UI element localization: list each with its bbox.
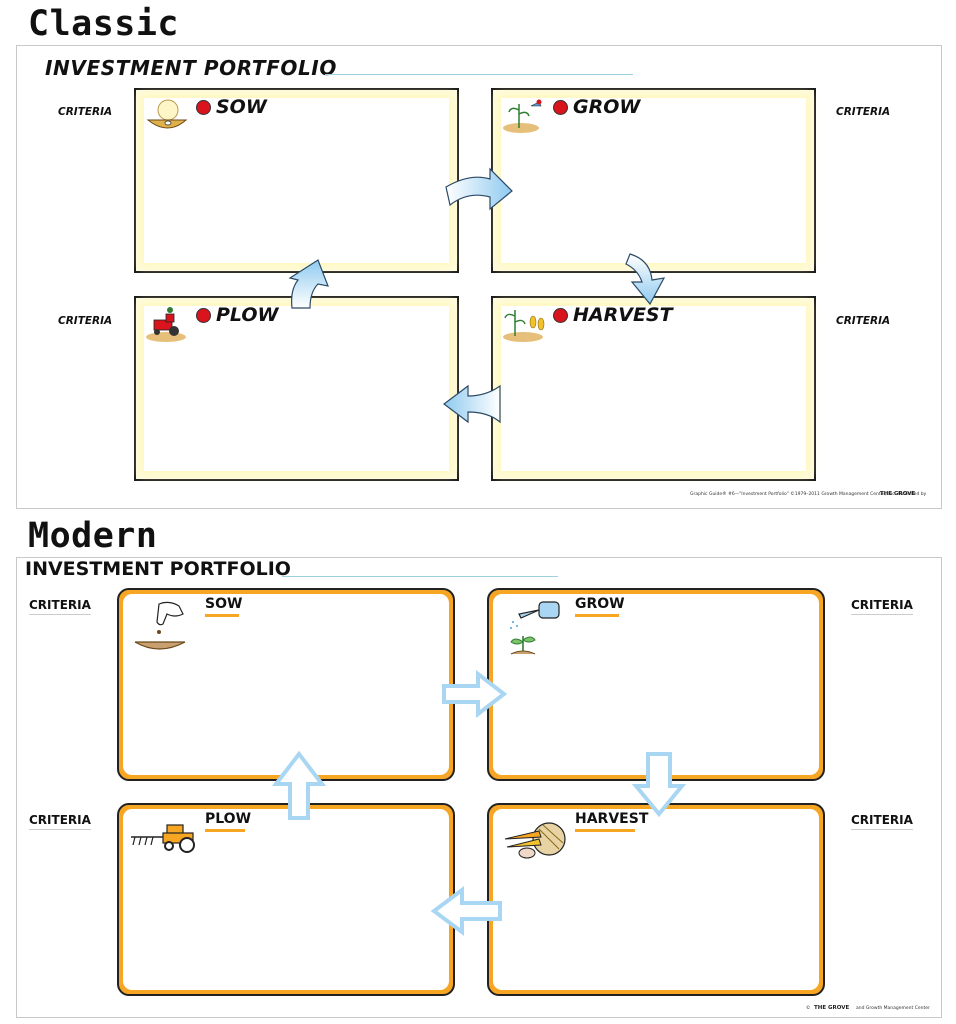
tractor-icon — [146, 307, 186, 342]
modern-harvest-label: HARVEST — [575, 811, 649, 827]
classic-section-title: Classic — [28, 4, 180, 44]
modern-title-rule — [282, 576, 558, 577]
classic-box-harvest-area — [501, 306, 806, 471]
classic-box-sow-area — [144, 98, 449, 263]
classic-grow-label: GROW — [573, 96, 641, 118]
modern-page-title: INVESTMENT PORTFOLIO — [25, 558, 291, 580]
modern-criteria-top-right: CRITERIA — [851, 598, 913, 615]
modern-sow-label: SOW — [205, 596, 243, 612]
seed-sun-icon — [146, 99, 188, 129]
classic-title-rule — [325, 74, 633, 75]
harvest-basket-icon — [504, 822, 566, 859]
modern-section-title: Modern — [28, 516, 158, 556]
modern-sow-underline — [205, 614, 239, 617]
hand-planting-seed-icon — [134, 601, 186, 650]
modern-grow-label: GROW — [575, 596, 625, 612]
modern-brand-logo: THE GROVE — [814, 1005, 850, 1011]
classic-harvest-dot — [553, 308, 568, 323]
classic-sow-dot — [196, 100, 211, 115]
modern-box-grow: GROW — [487, 588, 825, 781]
classic-criteria-bottom-left: CRITERIA — [58, 315, 113, 327]
classic-box-plow-area — [144, 306, 449, 471]
modern-box-harvest: HARVEST — [487, 803, 825, 996]
classic-box-harvest: HARVEST — [491, 296, 816, 481]
classic-grow-dot — [553, 100, 568, 115]
modern-arrow-sow-to-grow — [442, 670, 508, 718]
modern-criteria-bottom-right: CRITERIA — [851, 813, 913, 830]
classic-brand-logo: THE GROVE — [880, 491, 916, 497]
classic-page-title: INVESTMENT PORTFOLIO — [45, 56, 337, 80]
modern-arrow-plow-to-sow — [272, 750, 326, 820]
modern-plow-underline — [205, 829, 245, 832]
corn-stalks-icon — [503, 310, 545, 342]
modern-credit-text: and Growth Management Center — [856, 1006, 930, 1011]
classic-box-sow: SOW — [134, 88, 459, 273]
modern-credit-prefix: © — [806, 1006, 811, 1011]
modern-criteria-top-left: CRITERIA — [29, 598, 91, 615]
classic-plow-label: PLOW — [216, 304, 279, 326]
classic-harvest-label: HARVEST — [573, 304, 673, 326]
modern-criteria-bottom-left: CRITERIA — [29, 813, 91, 830]
classic-box-grow-area — [501, 98, 806, 263]
watering-can-sprout-icon — [510, 601, 560, 655]
classic-criteria-top-left: CRITERIA — [58, 106, 113, 118]
classic-box-grow: GROW — [491, 88, 816, 273]
classic-arrow-harvest-to-plow — [443, 384, 501, 424]
classic-arrow-grow-to-harvest — [625, 253, 666, 306]
modern-box-sow: SOW — [117, 588, 455, 781]
modern-grow-underline — [575, 614, 619, 617]
classic-box-plow: PLOW — [134, 296, 459, 481]
modern-arrow-harvest-to-plow — [430, 886, 502, 936]
modern-box-sow-area — [123, 594, 449, 775]
modern-box-plow: PLOW — [117, 803, 455, 996]
classic-plow-dot — [196, 308, 211, 323]
classic-criteria-top-right: CRITERIA — [836, 106, 891, 118]
modern-box-grow-area — [493, 594, 819, 775]
modern-arrow-grow-to-harvest — [632, 752, 686, 818]
classic-credit-text: Graphic Guide® #6—"Investment Portfolio"… — [690, 492, 927, 497]
classic-criteria-bottom-right: CRITERIA — [836, 315, 891, 327]
modern-harvest-underline — [575, 829, 635, 832]
modern-plow-label: PLOW — [205, 811, 252, 827]
classic-arrow-sow-to-grow — [445, 167, 513, 211]
classic-arrow-plow-to-sow — [288, 259, 329, 309]
classic-sow-label: SOW — [216, 96, 267, 118]
seedling-icon — [503, 99, 542, 133]
tractor-plow-icon — [131, 824, 195, 853]
